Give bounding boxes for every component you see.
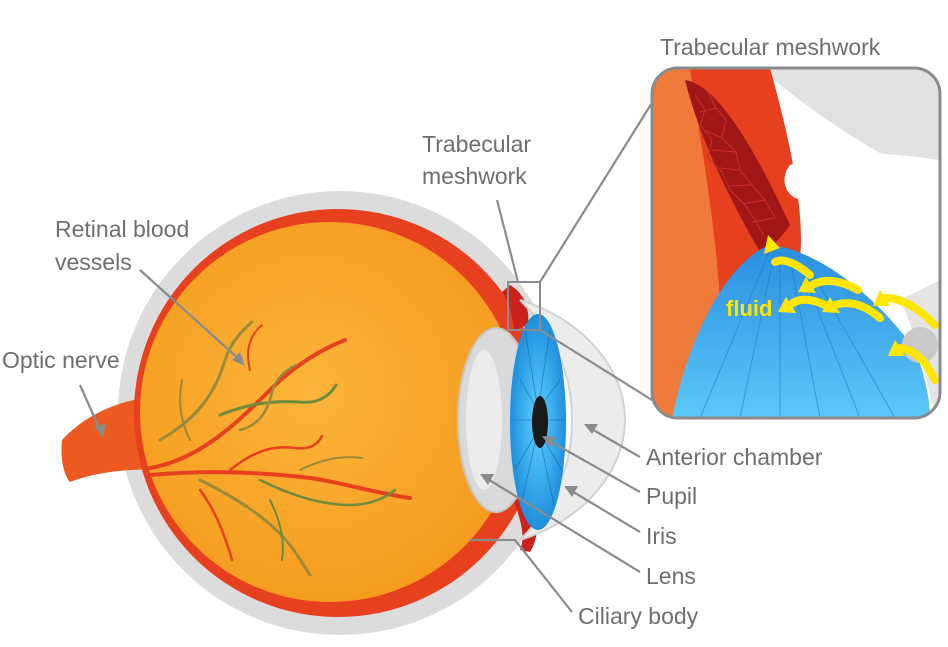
label-retinal-line1: Retinal blood — [55, 216, 189, 242]
zoom-line-bottom — [539, 329, 661, 406]
label-lens: Lens — [646, 563, 696, 589]
leader-ciliary — [470, 538, 573, 613]
arrow-heads — [764, 235, 905, 356]
inset-panel — [652, 68, 940, 418]
leader-iris — [569, 489, 641, 533]
leader-optic — [78, 384, 102, 431]
arrowhead-lens — [480, 474, 494, 485]
meshwork-tissue — [685, 80, 790, 252]
arrowhead-iris — [564, 486, 578, 497]
leader-retinal — [139, 269, 241, 361]
arrowhead-optic — [94, 424, 106, 438]
meshwork-cells — [694, 91, 776, 239]
trabecular-marker-box — [507, 281, 541, 331]
label-optic-nerve: Optic nerve — [2, 347, 120, 373]
yellow-flow-arrows-icon — [771, 256, 939, 384]
schlemm-canal — [784, 153, 940, 204]
label-fluid: fluid — [726, 296, 772, 321]
label-anterior-chamber: Anterior chamber — [646, 444, 823, 470]
label-iris: Iris — [646, 523, 677, 549]
label-pupil: Pupil — [646, 483, 697, 509]
eyeball — [61, 191, 627, 635]
retinal-vessels — [148, 320, 412, 577]
label-trabecular-line1: Trabecular — [422, 131, 531, 157]
label-trabecular-line2: meshwork — [422, 163, 527, 189]
lens-highlight — [466, 350, 502, 490]
inset-frame — [650, 66, 942, 420]
leader-lens — [485, 477, 641, 573]
leader-anterior — [589, 427, 641, 458]
vitreous-body — [140, 222, 520, 602]
arrowhead-retinal — [232, 352, 245, 366]
zoom-line-top — [539, 89, 661, 283]
inset-title: Trabecular meshwork — [660, 34, 881, 60]
pupil-shape — [532, 396, 548, 448]
label-ciliary-body: Ciliary body — [578, 603, 699, 629]
inset-iris — [672, 245, 930, 418]
leader-trabecular — [495, 199, 520, 283]
arrowhead-pupil — [542, 436, 556, 447]
label-retinal-line2: vessels — [55, 249, 132, 275]
cornea — [519, 299, 627, 541]
arrowhead-anterior — [584, 424, 598, 434]
leader-pupil — [547, 439, 641, 493]
